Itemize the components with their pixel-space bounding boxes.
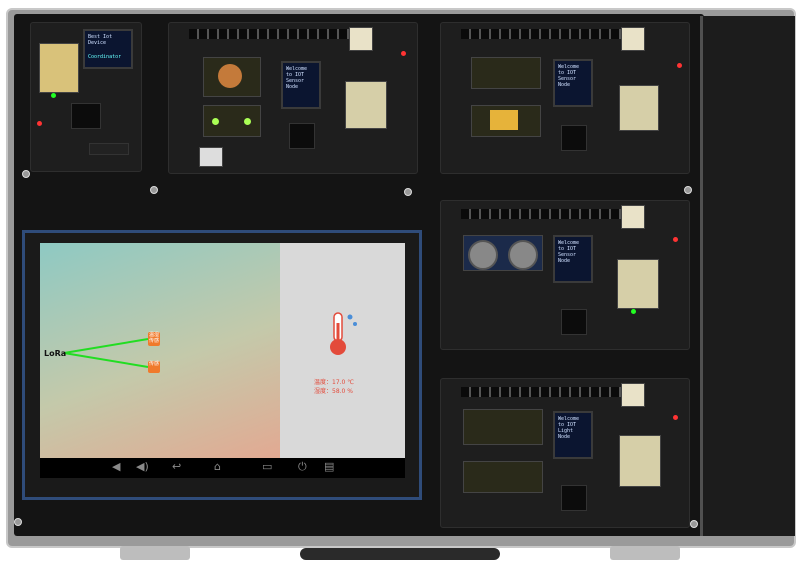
- drops-icon: [347, 314, 353, 320]
- sensor-board-3: Welcome to IOT Sensor Node: [440, 200, 690, 350]
- case-latch-right: [610, 546, 680, 560]
- sd-slot: [199, 147, 223, 167]
- relay-module: [203, 105, 261, 137]
- sensor-board-1: Welcome to IOT Sensor Node: [168, 22, 418, 174]
- ultrasonic-eye: [508, 240, 538, 270]
- status-led: [673, 237, 678, 242]
- mcu-chip: [561, 309, 587, 335]
- status-led: [673, 415, 678, 420]
- recent-icon[interactable]: ▭: [262, 460, 273, 473]
- status-led: [401, 51, 406, 56]
- status-led: [51, 93, 56, 98]
- topology-lines: [63, 338, 149, 368]
- gas-sensor: [218, 64, 242, 88]
- sensor-node-bottom[interactable]: 传感: [148, 361, 160, 373]
- volume-down-icon[interactable]: ◀: [112, 460, 121, 473]
- temperature-reading: 温度：17.0 ℃: [314, 379, 355, 386]
- led-green: [212, 118, 219, 125]
- case-latch-left: [120, 546, 190, 560]
- led-green: [244, 118, 251, 125]
- sensor-board-4: Welcome to IOT Light Node: [440, 378, 690, 528]
- status-led: [677, 63, 682, 68]
- relay-module: [471, 105, 541, 137]
- sensor-readout-panel: 温度：17.0 ℃ 湿度：58.0 %: [280, 243, 405, 458]
- menu-icon[interactable]: ▤: [324, 460, 335, 473]
- case-handle: [300, 548, 500, 560]
- radio-module: [345, 81, 387, 129]
- sensor-board-2: Welcome to IOT Sensor Node: [440, 22, 690, 174]
- mcu-chip: [71, 103, 101, 129]
- ultrasonic-module: [463, 235, 543, 271]
- network-topology-view: LoRa 温湿 传感 传感: [40, 243, 280, 458]
- board3-oled: Welcome to IOT Sensor Node: [553, 235, 593, 283]
- light-sensor-module: [463, 409, 543, 445]
- board4-oled: Welcome to IOT Light Node: [553, 411, 593, 459]
- radio-module: [619, 435, 661, 487]
- screw: [690, 520, 698, 528]
- volume-up-icon[interactable]: ◀): [136, 460, 149, 473]
- usb-port: [621, 205, 645, 229]
- terminal-block: [189, 29, 349, 39]
- gas-sensor-module: [203, 57, 261, 97]
- mcu-chip: [561, 125, 587, 151]
- relay: [490, 110, 518, 130]
- usb-port: [349, 27, 373, 51]
- usb-port: [621, 27, 645, 51]
- link-line-bottom: [63, 352, 149, 368]
- terminal-block: [461, 209, 621, 219]
- board1-oled: Welcome to IOT Sensor Node: [281, 61, 321, 109]
- radio-module: [617, 259, 659, 309]
- screen-display: LoRa 温湿 传感 传感 温度：17.0 ℃ 湿度：58.0 %: [40, 243, 405, 458]
- android-nav-bar: ◀ ◀) ↩ ⌂ ▭ ⏻ ▤: [40, 458, 405, 478]
- mcu-chip: [561, 485, 587, 511]
- humidity-reading: 湿度：58.0 %: [314, 388, 353, 395]
- coordinator-board: Best Iot Device Coordinator: [30, 22, 142, 172]
- header-pins: [89, 143, 129, 155]
- usb-port: [621, 383, 645, 407]
- screw: [150, 186, 158, 194]
- board2-oled: Welcome to IOT Sensor Node: [553, 59, 593, 107]
- oled-line-2: Coordinator: [88, 54, 122, 60]
- thermometer-icon: [330, 312, 357, 355]
- power-icon[interactable]: ⏻: [298, 460, 307, 473]
- oled-line-1: Best Iot Device: [88, 34, 113, 46]
- home-icon[interactable]: ⌂: [214, 460, 221, 473]
- terminal-block: [461, 387, 621, 397]
- screw: [14, 518, 22, 526]
- case-side-pocket: [700, 16, 795, 536]
- mcu-chip: [289, 123, 315, 149]
- touch-screen: LoRa 温湿 传感 传感 温度：17.0 ℃ 湿度：58.0 % ◀ ◀) ↩…: [22, 230, 422, 500]
- sensor-node-top[interactable]: 温湿 传感: [148, 332, 160, 346]
- ultrasonic-eye: [468, 240, 498, 270]
- led-green: [631, 309, 636, 314]
- screw: [684, 186, 692, 194]
- screw: [404, 188, 412, 196]
- power-led: [37, 121, 42, 126]
- lora-label: LoRa: [44, 349, 67, 358]
- terminal-block: [461, 29, 621, 39]
- link-line-top: [63, 338, 149, 354]
- zigbee-module: [39, 43, 79, 93]
- radio-module: [619, 85, 659, 131]
- sensor-module: [471, 57, 541, 89]
- back-icon[interactable]: ↩: [172, 460, 182, 473]
- led-module: [463, 461, 543, 493]
- coordinator-oled: Best Iot Device Coordinator: [83, 29, 133, 69]
- screw: [22, 170, 30, 178]
